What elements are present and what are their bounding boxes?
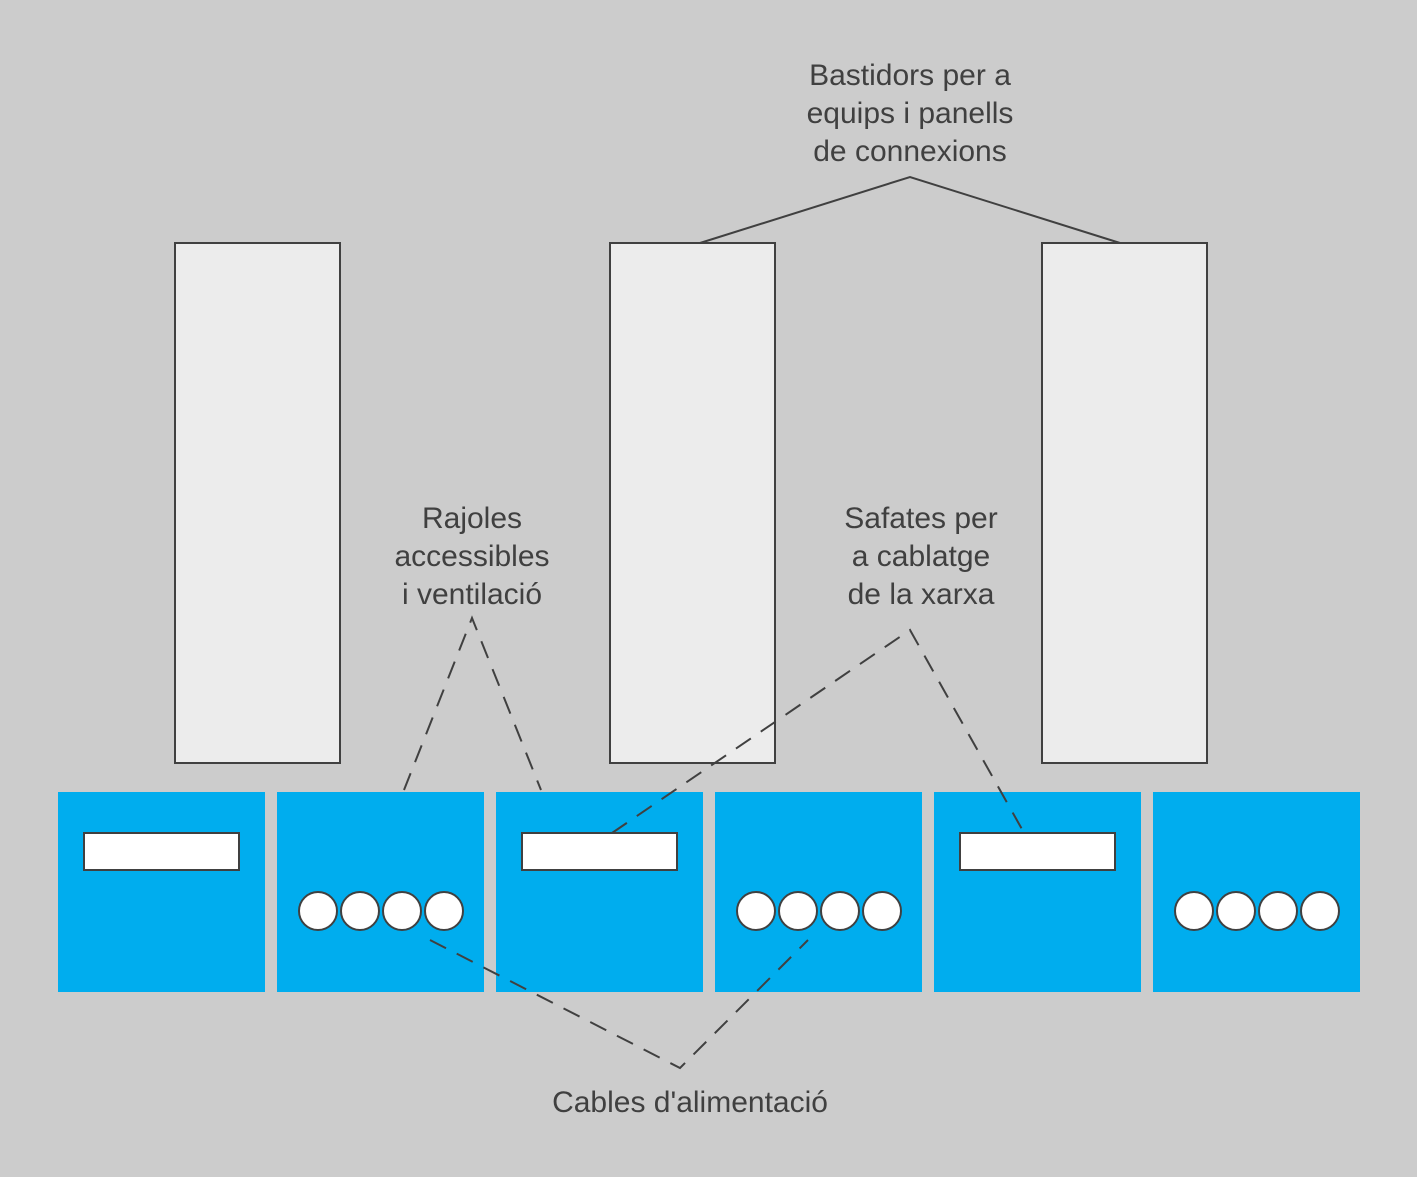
power-outlets-tile-2: [298, 891, 464, 931]
leader-line-racks: [699, 175, 1121, 244]
label-racks: Bastidors per a equips i panells de conn…: [760, 57, 1060, 171]
power-outlet: [736, 891, 776, 931]
rack-middle: [609, 242, 776, 764]
power-outlet: [382, 891, 422, 931]
label-trays-line: a cablatge: [851, 540, 991, 573]
label-tiles-line: i ventilació: [401, 578, 543, 611]
leader-line-power: [429, 939, 809, 1070]
floor-tiles: [58, 792, 1360, 992]
floor-tile: [277, 792, 484, 992]
power-outlet: [1216, 891, 1256, 931]
power-outlet: [820, 891, 860, 931]
power-outlet: [1174, 891, 1214, 931]
label-trays-line: Safates per: [844, 502, 998, 535]
label-racks-line: de connexions: [813, 135, 1007, 168]
label-power-cables-text: Cables d'alimentació: [552, 1086, 828, 1119]
cable-tray: [521, 832, 678, 871]
power-outlet: [1258, 891, 1298, 931]
power-outlet: [1300, 891, 1340, 931]
power-outlet: [862, 891, 902, 931]
power-outlets-tile-6: [1174, 891, 1340, 931]
label-tiles-line: accessibles: [394, 540, 550, 573]
power-outlet: [778, 891, 818, 931]
floor-tile: [496, 792, 703, 992]
leader-line-tiles: [403, 615, 542, 791]
label-tiles-line: Rajoles: [421, 502, 523, 535]
label-power-cables: Cables d'alimentació: [480, 1084, 900, 1122]
power-outlet: [340, 891, 380, 931]
leader-line-trays: [611, 628, 1024, 834]
floor-tile: [1153, 792, 1360, 992]
label-racks-line: Bastidors per a: [809, 59, 1011, 92]
power-outlet: [298, 891, 338, 931]
floor-tile: [715, 792, 922, 992]
rack-right: [1041, 242, 1208, 764]
rack-left: [174, 242, 341, 764]
label-racks-line: equips i panells: [806, 97, 1014, 130]
cable-trays: [83, 832, 1116, 871]
label-tiles: Rajoles accessibles i ventilació: [362, 500, 582, 614]
power-outlet: [424, 891, 464, 931]
cable-tray: [959, 832, 1116, 871]
label-trays: Safates per a cablatge de la xarxa: [800, 500, 1042, 614]
power-outlets-tile-4: [736, 891, 902, 931]
label-trays-line: de la xarxa: [847, 578, 995, 611]
cable-tray: [83, 832, 240, 871]
floor-tile: [58, 792, 265, 992]
floor-tile: [934, 792, 1141, 992]
